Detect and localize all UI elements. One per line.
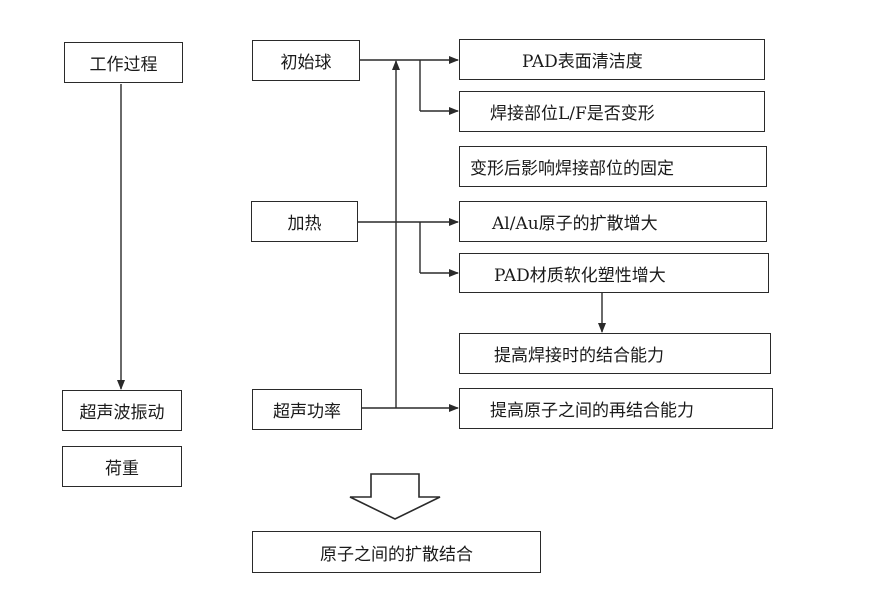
work-process-label: 工作过程 [89,55,158,75]
weld-deformation-box: 焊接部位L/F是否变形 [459,91,765,132]
ultrasonic-vibration-label: 超声波振动 [79,403,165,423]
deformation-fixing-label: 变形后影响焊接部位的固定 [470,159,674,179]
load-label: 荷重 [105,459,139,479]
deformation-fixing-box: 变形后影响焊接部位的固定 [459,146,767,187]
alau-diffusion-box: Al/Au原子的扩散增大 [459,201,767,242]
weld-deformation-label: 焊接部位L/F是否变形 [490,104,655,124]
atomic-rebonding-box: 提高原子之间的再结合能力 [459,388,773,429]
bonding-ability-box: 提高焊接时的结合能力 [459,333,771,374]
atomic-diffusion-bonding-label: 原子之间的扩散结合 [320,544,473,565]
heating-box: 加热 [251,201,358,242]
pad-cleanliness-label: PAD表面清洁度 [522,52,643,72]
ultrasonic-power-box: 超声功率 [252,389,362,430]
pad-softening-label: PAD材质软化塑性增大 [494,265,666,286]
heating-label: 加热 [287,214,322,234]
pad-softening-box: PAD材质软化塑性增大 [459,253,769,293]
initial-ball-box: 初始球 [252,40,360,81]
atomic-diffusion-bonding-box: 原子之间的扩散结合 [252,531,541,573]
pad-cleanliness-box: PAD表面清洁度 [459,39,765,80]
ultrasonic-vibration-box: 超声波振动 [62,390,182,431]
work-process-box: 工作过程 [64,42,183,83]
load-box: 荷重 [62,446,182,487]
initial-ball-label: 初始球 [280,53,332,73]
atomic-rebonding-label: 提高原子之间的再结合能力 [490,401,694,421]
bonding-ability-label: 提高焊接时的结合能力 [494,346,664,366]
ultrasonic-power-label: 超声功率 [273,402,341,422]
alau-diffusion-label: Al/Au原子的扩散增大 [492,214,658,234]
hollow-down-arrow [349,473,441,520]
